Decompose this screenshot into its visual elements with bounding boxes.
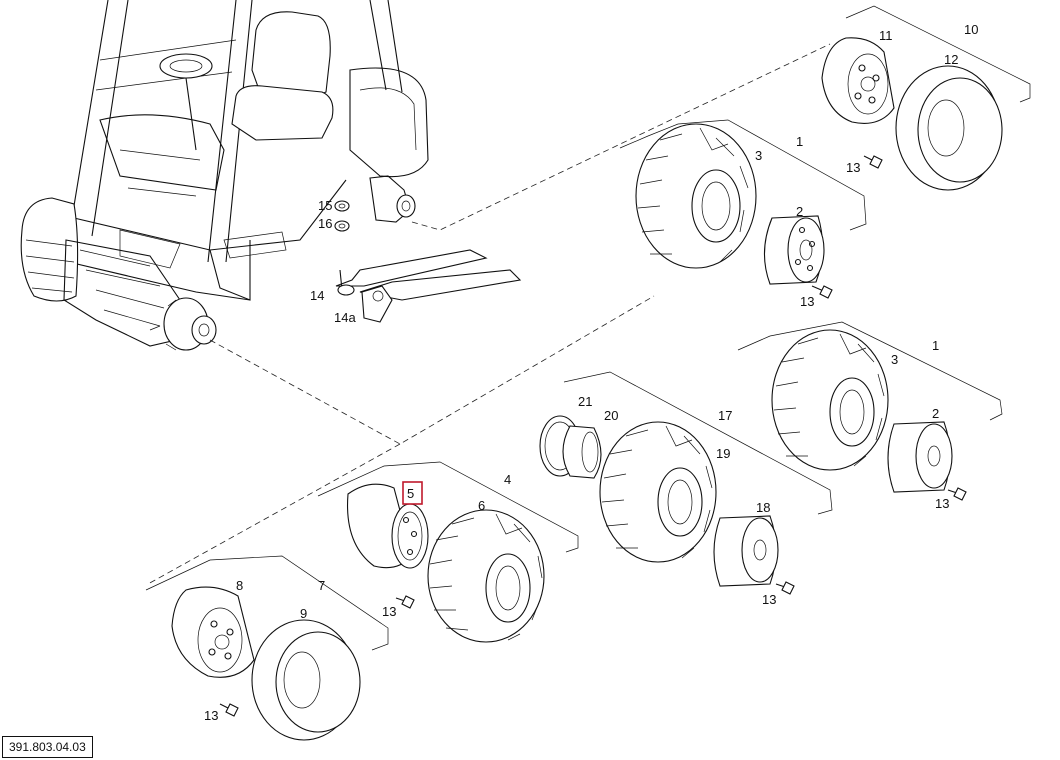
callout-11: 11 <box>879 28 893 43</box>
wheel-assembly-1-mid <box>771 329 967 501</box>
wheel-assembly-4 <box>346 483 545 643</box>
callout-2-mid: 2 <box>932 406 939 421</box>
callout-21: 21 <box>578 394 592 409</box>
callout-13-a: 13 <box>846 160 860 175</box>
callout-14a: 14a <box>334 310 356 325</box>
callout-1-top: 1 <box>796 134 803 149</box>
callout-16: 16 <box>318 216 332 231</box>
forklift-chassis <box>20 0 429 351</box>
callout-13-d: 13 <box>762 592 776 607</box>
callout-8: 8 <box>236 578 243 593</box>
callout-17: 17 <box>718 408 732 423</box>
callout-13-c: 13 <box>935 496 949 511</box>
callout-13-e: 13 <box>382 604 396 619</box>
callout-12: 12 <box>944 52 958 67</box>
callout-10: 10 <box>964 22 978 37</box>
callout-6: 6 <box>478 498 485 513</box>
callout-2-top: 2 <box>796 204 803 219</box>
strap-parts <box>334 200 522 323</box>
callout-18: 18 <box>756 500 770 515</box>
callout-1-mid: 1 <box>932 338 939 353</box>
group-brackets <box>145 5 1031 651</box>
wheel-assembly-10 <box>821 37 1003 191</box>
callout-labels: 1 2 3 10 11 12 13 13 13 13 13 13 14 14a … <box>204 22 978 723</box>
callout-13-b: 13 <box>800 294 814 309</box>
callout-7: 7 <box>318 578 325 593</box>
callout-4: 4 <box>504 472 511 487</box>
callout-3-top: 3 <box>755 148 762 163</box>
callout-13-f: 13 <box>204 708 218 723</box>
callout-14: 14 <box>310 288 324 303</box>
callout-15: 15 <box>318 198 332 213</box>
leader-lines <box>147 43 831 585</box>
callout-3-mid: 3 <box>891 352 898 367</box>
wheel-assembly-17 <box>539 415 795 595</box>
wheel-assembly-1-top <box>635 123 833 299</box>
callout-20: 20 <box>604 408 618 423</box>
callout-5-highlight <box>402 481 423 505</box>
callout-5: 5 <box>407 486 414 501</box>
wheel-assembly-7 <box>171 586 361 741</box>
document-reference: 391.803.04.03 <box>2 736 93 758</box>
callout-19: 19 <box>716 446 730 461</box>
callout-9: 9 <box>300 606 307 621</box>
